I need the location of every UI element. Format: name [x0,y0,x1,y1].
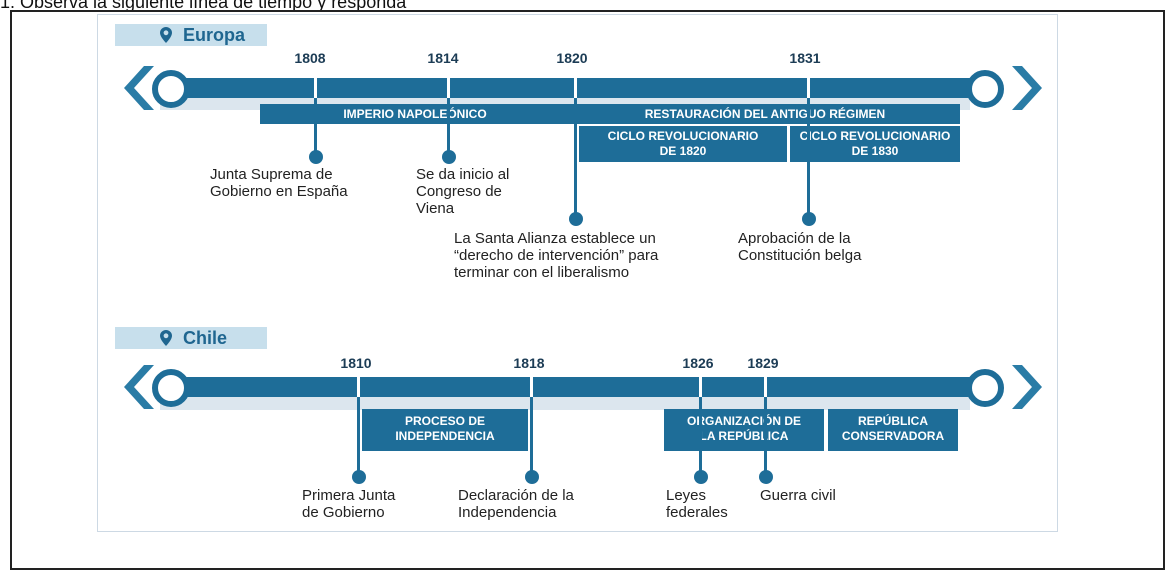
event-connector [447,98,450,154]
event-primera-junta: Primera Junta de Gobierno [302,487,396,521]
period-imperio-napoleonico: IMPERIO NAPOLEÓNICO [260,104,570,124]
chevron-left-icon [124,66,154,110]
period-republica-conservadora: REPÚBLICA CONSERVADORA [828,409,958,451]
event-marker [352,470,366,484]
event-marker [569,212,583,226]
chevron-right-icon [1012,66,1042,110]
region-label-chile: Chile [115,327,267,349]
event-santa-alianza: La Santa Alianza establece un “derecho d… [454,230,659,281]
region-label-europa: Europa [115,24,267,46]
year-label: 1818 [513,355,545,371]
timeline-end-circle [966,70,1004,108]
year-tick [357,377,360,397]
chevron-left-icon [124,365,154,409]
period-restauracion: RESTAURACIÓN DEL ANTIGUO RÉGIMEN [570,104,960,124]
event-constitucion-belga: Aprobación de la Constitución belga [738,230,862,264]
event-junta-suprema: Junta Suprema de Gobierno en España [210,166,348,200]
event-connector [530,397,533,471]
location-pin-icon [160,330,172,346]
event-guerra-civil: Guerra civil [760,487,836,504]
instruction-text: 1. Observa la siguiente línea de tiempo … [0,0,407,12]
period-ciclo-1820: CICLO REVOLUCIONARIO DE 1820 [579,126,787,162]
event-connector [764,397,767,471]
event-marker [694,470,708,484]
timeline-start-circle [152,369,190,407]
year-label: 1814 [427,50,459,66]
event-leyes-federales: Leyes federales [666,487,728,521]
timeline-end-circle [966,369,1004,407]
year-tick [574,78,577,98]
year-label: 1808 [294,50,326,66]
event-marker [525,470,539,484]
event-marker [802,212,816,226]
year-tick [447,78,450,98]
timeline-bar-chile [160,377,978,397]
event-connector [807,98,810,216]
timeline-start-circle [152,70,190,108]
year-tick [314,78,317,98]
event-declaracion-independencia: Declaración de la Independencia [458,487,574,521]
period-proceso-independencia: PROCESO DE INDEPENDENCIA [362,409,528,451]
event-connector [357,397,360,471]
year-label: 1831 [789,50,821,66]
year-tick [530,377,533,397]
year-tick [699,377,702,397]
event-marker [309,150,323,164]
year-label: 1820 [556,50,588,66]
event-marker [442,150,456,164]
chevron-right-icon [1012,365,1042,409]
period-organizacion-republica: ORGANIZACIÓN DE LA REPÚBLICA [664,409,824,451]
year-label: 1826 [682,355,714,371]
year-label: 1829 [747,355,779,371]
event-connector [574,98,577,216]
event-connector [314,98,317,154]
region-name: Europa [183,25,246,45]
event-marker [759,470,773,484]
event-connector [699,397,702,471]
location-pin-icon [160,27,172,43]
year-label: 1810 [340,355,372,371]
event-congreso-viena: Se da inicio al Congreso de Viena [416,166,510,217]
region-name: Chile [183,328,228,348]
year-tick [807,78,810,98]
period-ciclo-1830: CICLO REVOLUCIONARIO DE 1830 [790,126,960,162]
year-tick [764,377,767,397]
timeline-bar-europa [160,78,978,98]
